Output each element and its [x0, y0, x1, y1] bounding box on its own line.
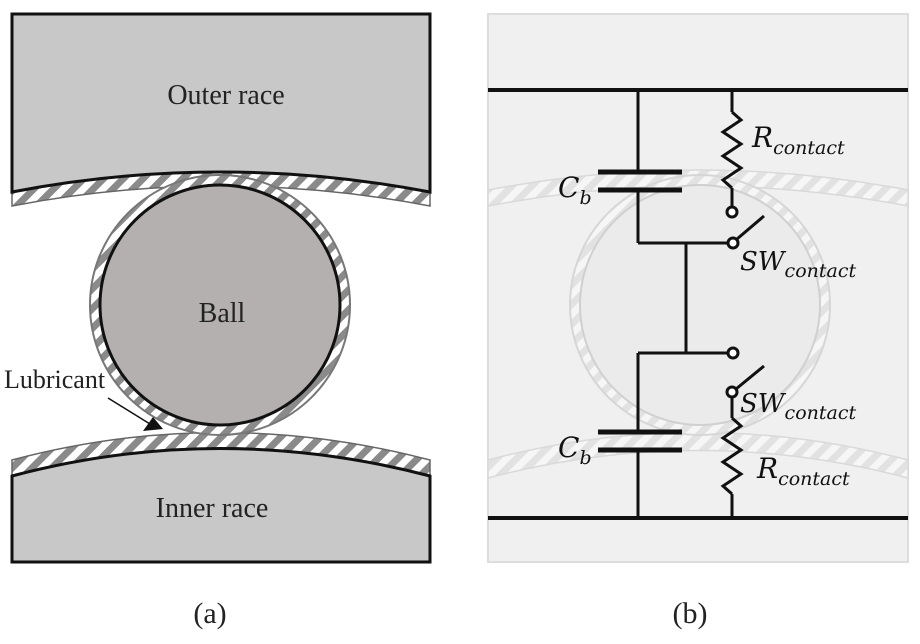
lubricant-pointer — [107, 397, 151, 425]
lubricant-label: Lubricant — [4, 365, 106, 394]
upper-switch — [686, 205, 765, 250]
r-lower-label: Rcontact — [756, 452, 850, 490]
upper-resistor — [720, 90, 744, 207]
outer-race — [10, 12, 432, 194]
sw-upper-label: SWcontact — [740, 247, 856, 282]
lower-capacitor — [598, 351, 686, 518]
panel-a: Outer race Ball Inner race Lubricant (a) — [4, 12, 432, 630]
lubricant-arrowhead — [143, 417, 163, 431]
caption-b: (b) — [673, 597, 708, 630]
inner-race — [10, 447, 432, 564]
ball-label: Ball — [199, 298, 246, 329]
upper-capacitor — [598, 90, 686, 245]
inner-race-label: Inner race — [156, 493, 269, 524]
sw-lower-label: SWcontact — [740, 389, 856, 424]
ball — [98, 183, 342, 427]
faded-ball — [579, 184, 821, 426]
cb-lower-label: Cb — [558, 431, 592, 469]
outer-race-label: Outer race — [167, 80, 284, 111]
faded-inner-lubricant — [487, 431, 909, 479]
panel-b: Cb Cb Rcontact Rcontact SWcontact SWcont… — [487, 13, 909, 630]
caption-a: (a) — [193, 597, 226, 630]
lower-resistor — [720, 397, 744, 518]
cb-upper-label: Cb — [558, 171, 592, 209]
r-upper-label: Rcontact — [751, 121, 845, 159]
